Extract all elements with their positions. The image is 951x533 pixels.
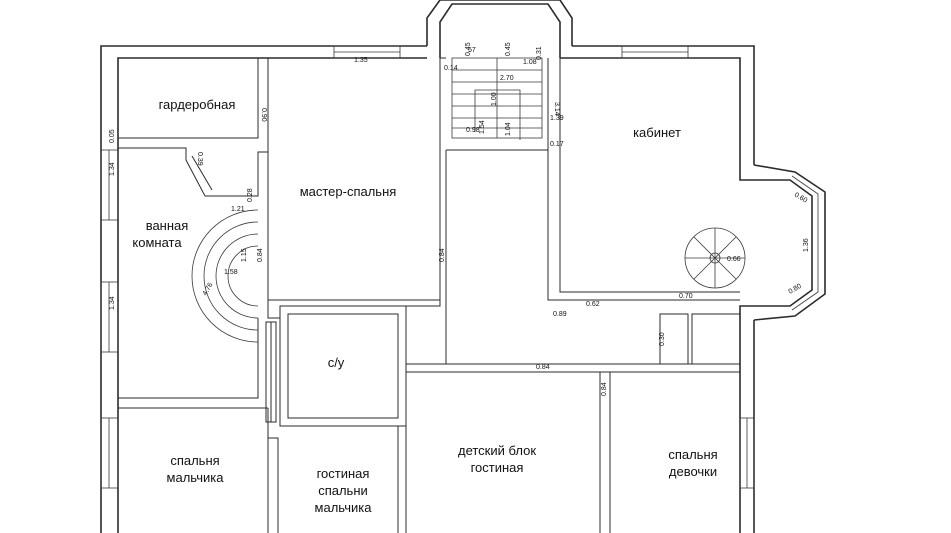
dim-label: 0.80: [788, 283, 803, 296]
dim-label: 1.08: [523, 59, 537, 66]
dim-label: 0.84: [601, 382, 608, 396]
dim-label: 1.04: [505, 122, 512, 136]
dim-label: 0.45: [465, 42, 472, 56]
room-label-bathroom-line2: комната: [132, 235, 182, 250]
room-label-master-bedroom: мастер-спальня: [300, 184, 397, 199]
dim-label: 2.70: [500, 75, 514, 82]
dim-label: 0.14: [444, 65, 458, 72]
room-label-boy-lounge-line3: мальчика: [315, 500, 373, 515]
room-label-boy-lounge-line2: спальни: [318, 483, 368, 498]
room-label-boy-bedroom-line2: мальчика: [167, 470, 225, 485]
dim-label: 1.34: [109, 296, 116, 310]
room-label-boy-lounge-line1: гостиная: [317, 466, 370, 481]
dim-label: 4.76: [202, 282, 215, 297]
dim-label: 3.14: [553, 102, 560, 116]
dim-label: 1.39: [550, 115, 564, 122]
room-label-wc: с/у: [328, 355, 345, 370]
room-label-girl-bedroom-line1: спальня: [668, 447, 717, 462]
dim-label: 0.17: [550, 141, 564, 148]
dim-label: 0.60: [793, 192, 808, 205]
dim-label: 0.28: [247, 188, 254, 202]
dim-label: 0.98: [466, 127, 480, 134]
dim-label: 1.54: [479, 120, 486, 134]
dim-label: 1.58: [224, 269, 238, 276]
room-label-kids-block-line1: детский блок: [458, 443, 536, 458]
room-label-girl-bedroom-line2: девочки: [669, 464, 717, 479]
dim-label: 0.31: [536, 46, 543, 60]
interior-walls: [118, 57, 741, 533]
dim-label: 0.84: [536, 364, 550, 371]
room-label-bathroom-line1: ванная: [146, 218, 189, 233]
room-label-kids-block-line2: гостиная: [471, 460, 524, 475]
main-staircase: [451, 57, 543, 140]
dim-label: 0.84: [257, 248, 264, 262]
dim-label: 0.66: [727, 256, 741, 263]
dim-label: 1.36: [803, 238, 810, 252]
dim-label: 1.00: [491, 92, 498, 106]
round-bath: [191, 209, 259, 343]
room-label-boy-bedroom-line1: спальня: [170, 453, 219, 468]
dim-label: 0.84: [439, 248, 446, 262]
dim-label: 0.89: [553, 311, 567, 318]
dim-label: 1.34: [109, 162, 116, 176]
dim-label: 0.70: [679, 293, 693, 300]
room-label-wardrobe: гардеробная: [159, 97, 236, 112]
dim-label: 0.90: [260, 108, 267, 122]
room-label-cabinet: кабинет: [633, 125, 681, 140]
dim-label: 57: [468, 47, 476, 54]
dimension-labels: 1.35 0.90 0.39 1.21 0.28 1.34 1.34 0.05 …: [109, 42, 810, 396]
dim-label: 0.30: [659, 332, 666, 346]
dim-label: 1.15: [241, 248, 248, 262]
room-labels: гардеробная мастер-спальня кабинет ванна…: [132, 97, 717, 515]
dim-label: 0.62: [586, 301, 600, 308]
dim-label: 1.35: [354, 57, 368, 64]
dim-label: 1.21: [231, 206, 245, 213]
spiral-staircase: [684, 227, 746, 289]
dim-label: 0.05: [109, 129, 116, 143]
dim-label: 0.45: [505, 42, 512, 56]
dim-label: 0.39: [196, 152, 203, 166]
windows: [100, 45, 819, 489]
